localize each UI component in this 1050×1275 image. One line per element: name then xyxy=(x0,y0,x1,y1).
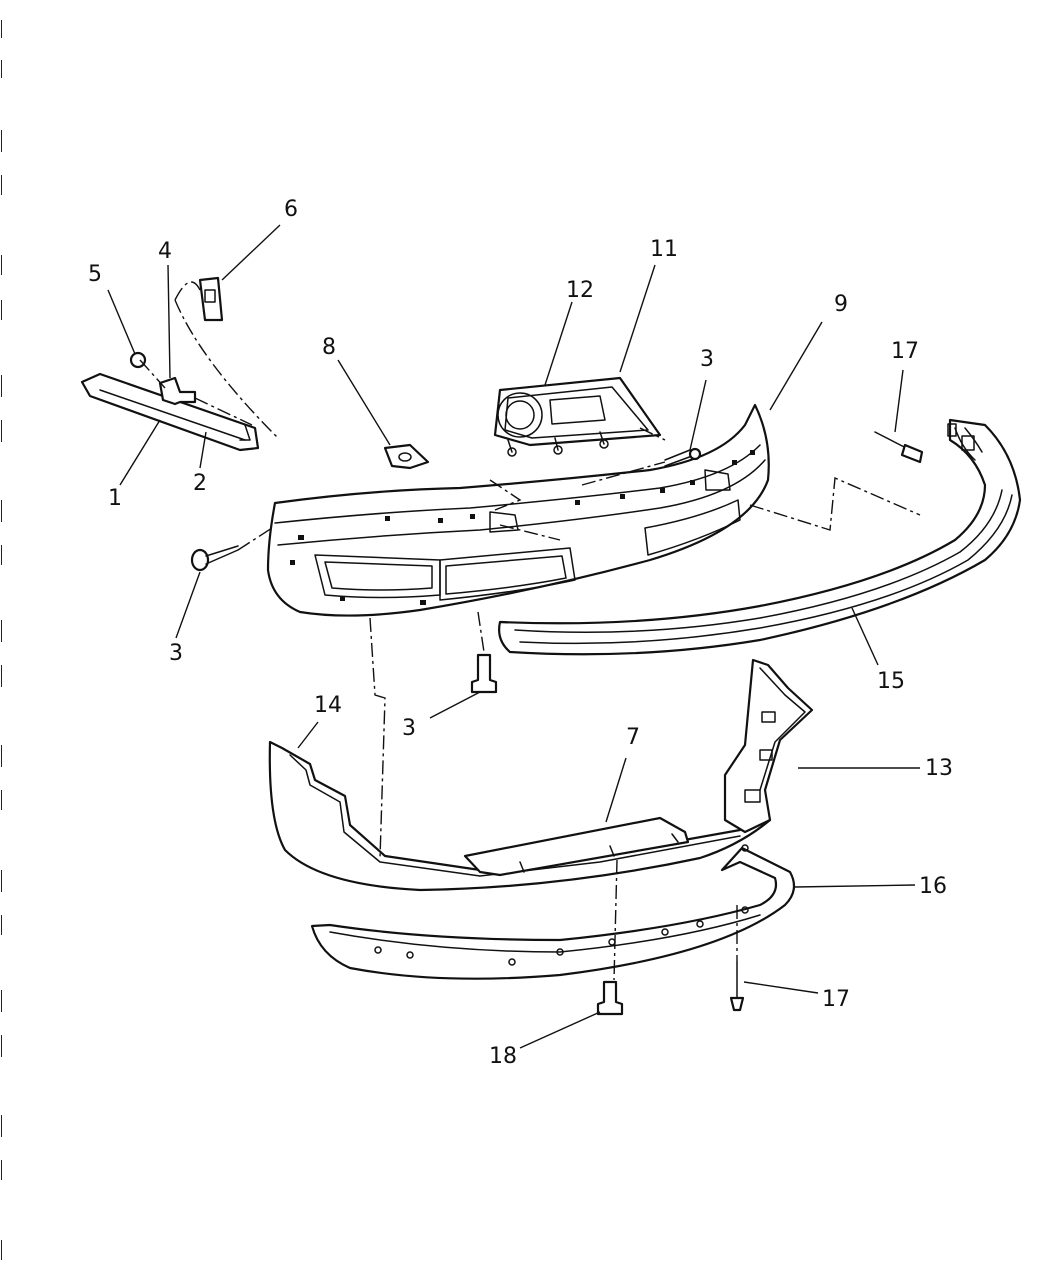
stud-part-3-top xyxy=(664,447,702,467)
callout-17-bottom: 17 xyxy=(822,987,850,1012)
assembly-lines xyxy=(139,281,921,981)
callout-3-left: 3 xyxy=(169,641,183,666)
leader-lines xyxy=(107,224,920,1049)
scan-edge-mark xyxy=(1,545,2,565)
callout-4: 4 xyxy=(158,239,172,264)
push-rivet-part-3-left xyxy=(190,545,239,572)
bolt-part-3-bottom xyxy=(470,653,498,694)
nut-part-5 xyxy=(129,351,147,369)
callout-16: 16 xyxy=(919,874,947,899)
callout-17-top: 17 xyxy=(891,339,919,364)
callout-8: 8 xyxy=(322,335,336,360)
scan-edge-mark xyxy=(1,300,2,320)
bracket-part-1-2 xyxy=(80,372,260,452)
extension-part-13 xyxy=(723,658,814,834)
bolt-part-18 xyxy=(596,980,624,1016)
scan-edge-mark xyxy=(1,20,2,38)
push-pin-part-17-bottom xyxy=(729,961,745,1012)
callout-7: 7 xyxy=(626,725,640,750)
bolt-part-4 xyxy=(158,376,197,406)
scan-edge-mark xyxy=(1,420,2,442)
scan-edge-mark xyxy=(1,915,2,935)
scan-edge-mark xyxy=(1,1115,2,1137)
scan-edge-mark xyxy=(1,1160,2,1180)
callout-11: 11 xyxy=(650,237,678,262)
callout-15: 15 xyxy=(877,669,905,694)
callout-13: 13 xyxy=(925,756,953,781)
scan-edge-mark xyxy=(1,375,2,397)
skid-plate-part-7 xyxy=(463,816,690,877)
retainer-clip-part-8 xyxy=(383,443,430,470)
scan-edge-mark xyxy=(1,665,2,687)
scan-edge-mark xyxy=(1,620,2,642)
callout-6: 6 xyxy=(284,197,298,222)
air-deflector-part-16 xyxy=(310,844,796,980)
callout-18: 18 xyxy=(489,1044,517,1069)
scan-edge-mark xyxy=(1,500,2,522)
callout-3-top: 3 xyxy=(700,347,714,372)
bumper-bar-part-15 xyxy=(498,418,1022,656)
scan-edge-mark xyxy=(1,1035,2,1057)
scan-edge-mark xyxy=(1,60,2,78)
callout-1: 1 xyxy=(108,486,122,511)
callout-2: 2 xyxy=(193,471,207,496)
scan-edge-mark xyxy=(1,175,2,195)
scan-edge-mark xyxy=(1,1240,2,1260)
fog-lamp-bezel-part-11-12 xyxy=(493,376,662,457)
callout-9: 9 xyxy=(834,292,848,317)
scan-edge-mark xyxy=(1,790,2,810)
scan-edge-mark xyxy=(1,990,2,1012)
bumper-reinforcement-part-9 xyxy=(266,403,770,617)
scan-edge-mark xyxy=(1,870,2,892)
push-pin-part-17-top xyxy=(874,431,924,464)
callout-14: 14 xyxy=(314,693,342,718)
scan-edge-mark xyxy=(1,255,2,275)
scan-edge-mark xyxy=(1,130,2,152)
callout-12: 12 xyxy=(566,278,594,303)
callout-5: 5 xyxy=(88,262,102,287)
clip-part-6 xyxy=(198,276,224,322)
callout-3-bottom: 3 xyxy=(402,716,416,741)
callout-labels: 1 2 3 3 3 4 5 6 7 8 9 11 12 13 14 15 16 … xyxy=(88,197,953,1069)
scan-edge-mark xyxy=(1,745,2,767)
